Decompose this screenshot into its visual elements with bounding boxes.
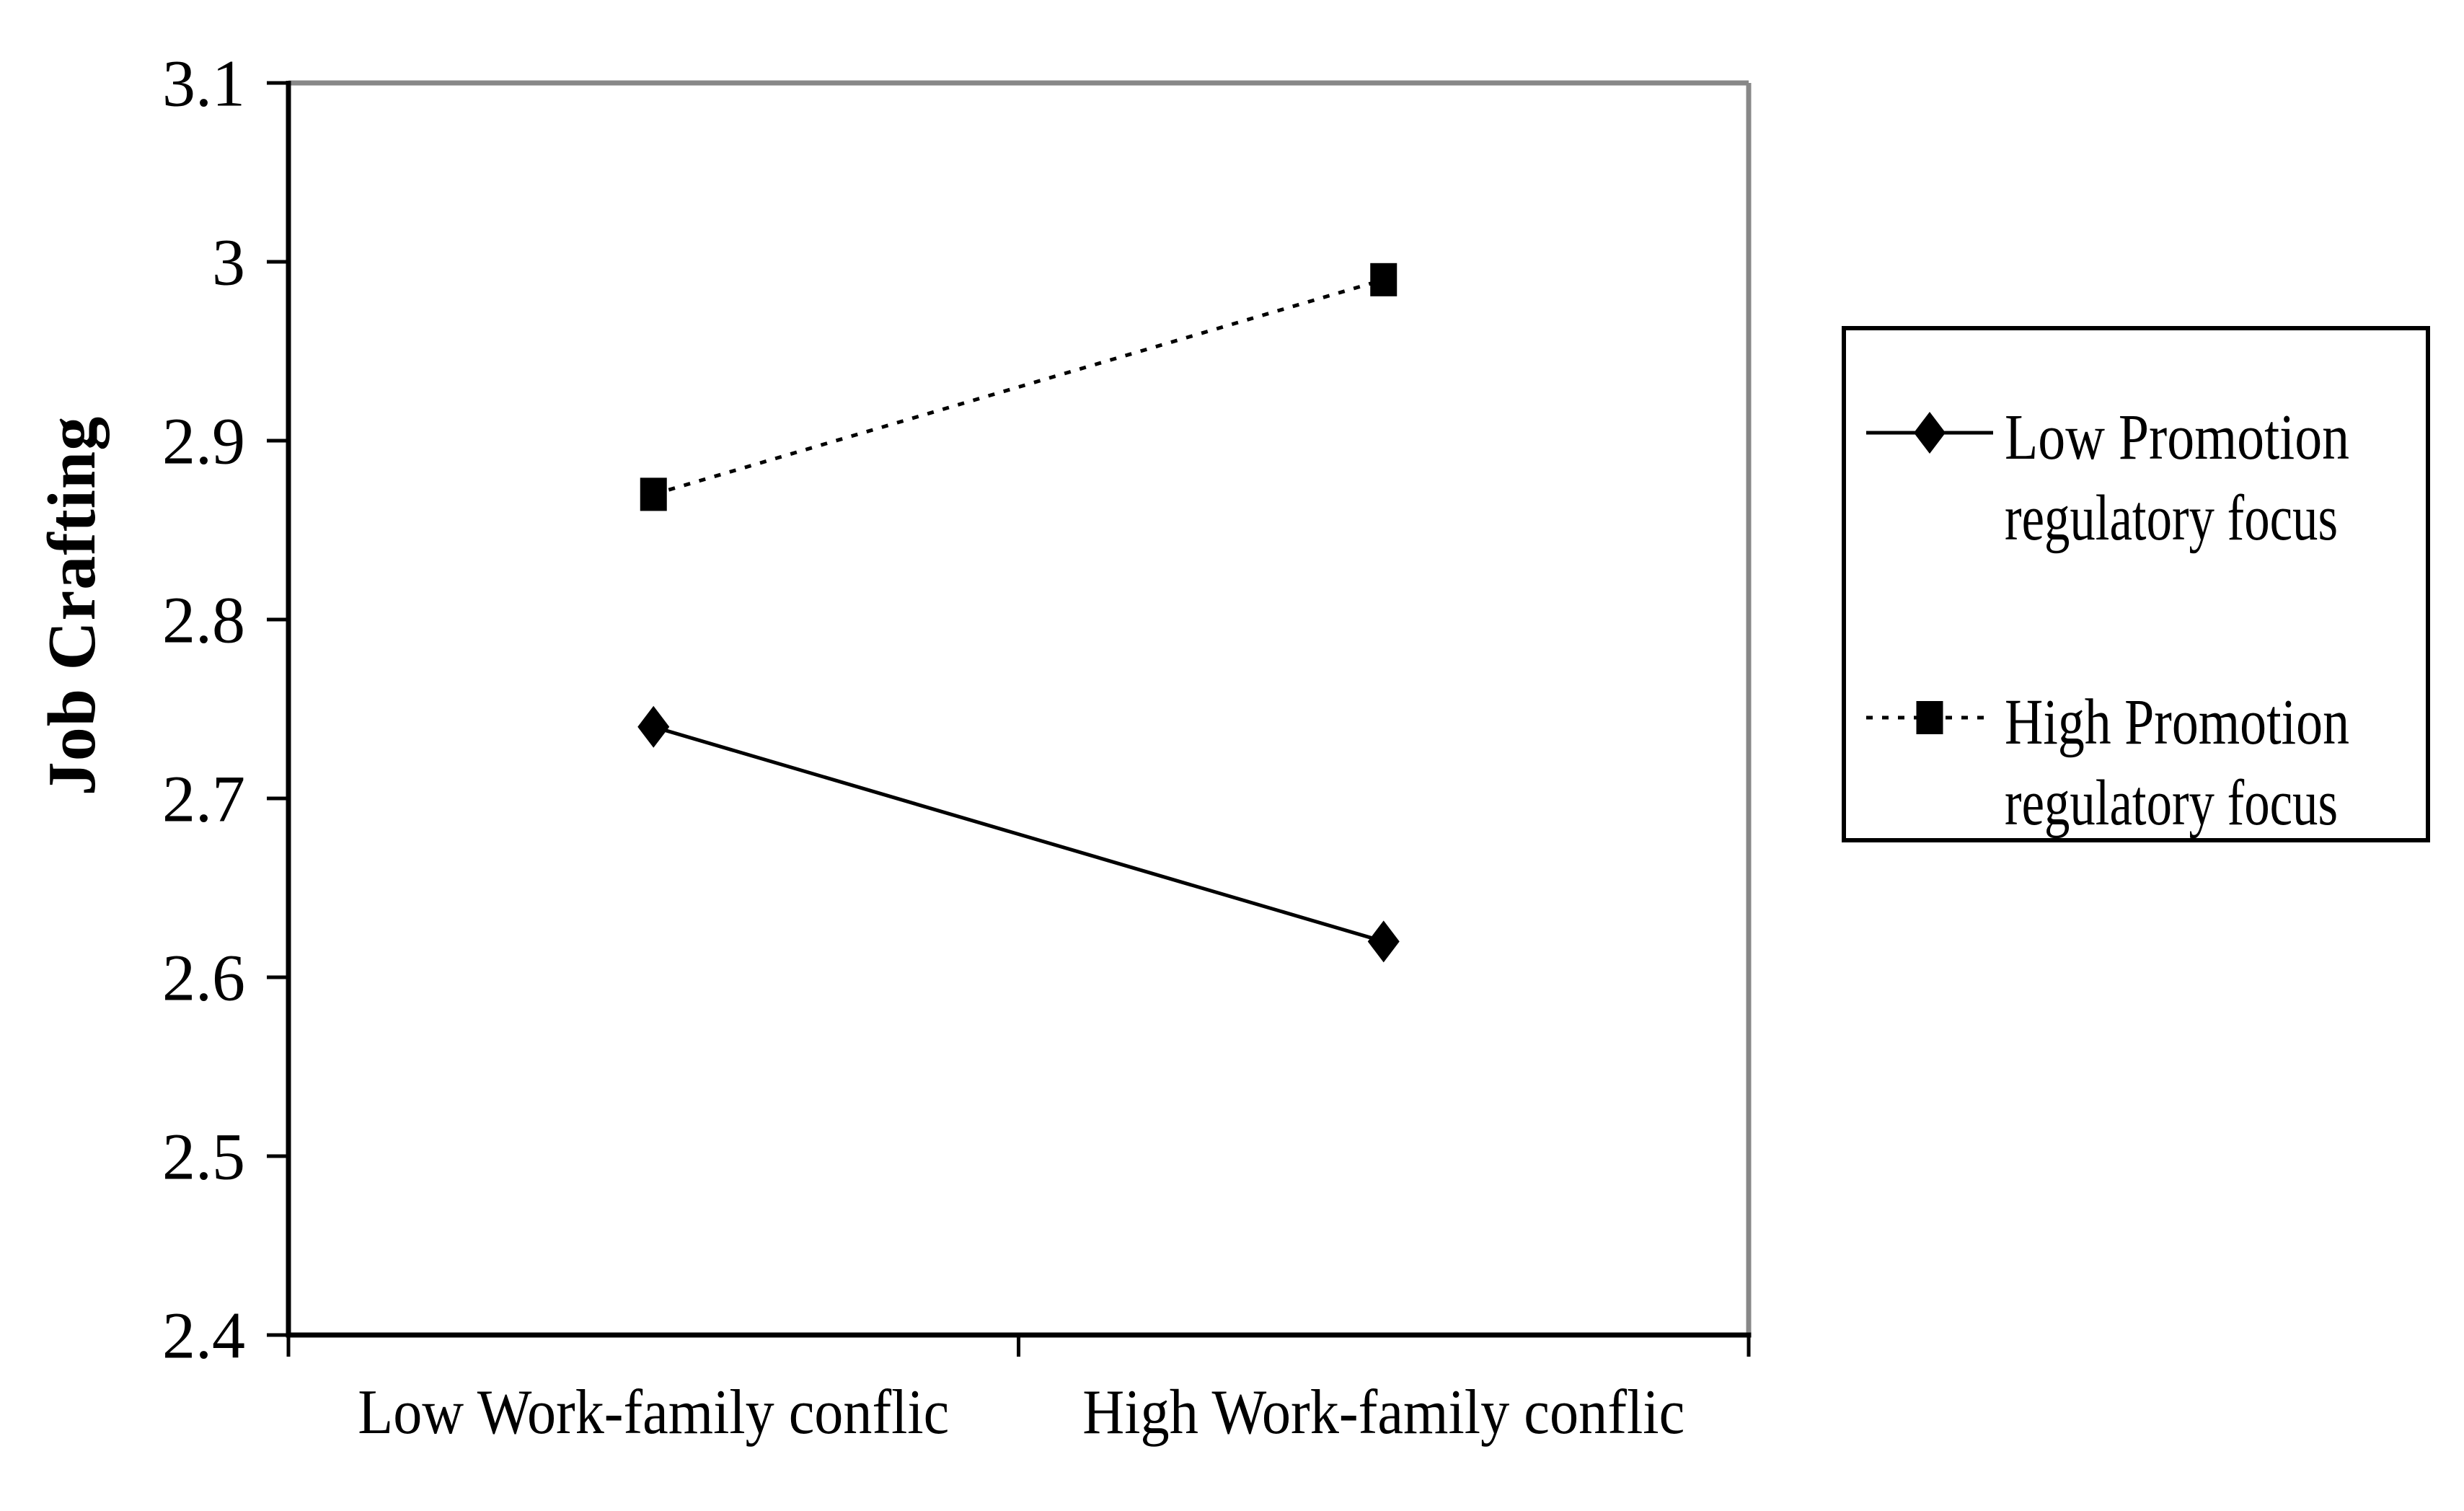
series-line-0 xyxy=(653,725,1385,943)
x-category-label: High Work-family conflic xyxy=(1082,1378,1684,1448)
series-marker-diamond xyxy=(1367,920,1400,963)
series-marker-diamond xyxy=(637,705,670,748)
legend-box xyxy=(1842,326,2430,842)
legend-label-line: regulatory focus xyxy=(2005,767,2338,839)
legend-marker-diamond xyxy=(1914,412,1946,454)
legend-marker-square xyxy=(1916,701,1943,734)
y-tick-label: 2.6 xyxy=(162,940,245,1014)
y-tick-label: 3 xyxy=(212,225,245,299)
legend-label-line: High Promotion xyxy=(2005,687,2349,758)
y-tick-label: 3.1 xyxy=(162,46,245,120)
y-tick-label: 2.7 xyxy=(162,762,245,835)
series-marker-square xyxy=(1370,263,1397,296)
y-tick-label: 2.9 xyxy=(162,404,245,477)
y-tick-label: 2.4 xyxy=(162,1298,245,1372)
y-axis-title: Job Crafting xyxy=(35,415,110,796)
y-tick-label: 2.5 xyxy=(162,1119,245,1193)
y-tick-label: 2.8 xyxy=(162,583,245,656)
series-marker-square xyxy=(640,477,667,511)
x-category-label: Low Work-family conflic xyxy=(358,1378,949,1448)
legend-label-line: regulatory focus xyxy=(2005,483,2338,554)
legend-label-line: Low Promotion xyxy=(2005,402,2349,473)
series-line-1 xyxy=(653,278,1385,496)
